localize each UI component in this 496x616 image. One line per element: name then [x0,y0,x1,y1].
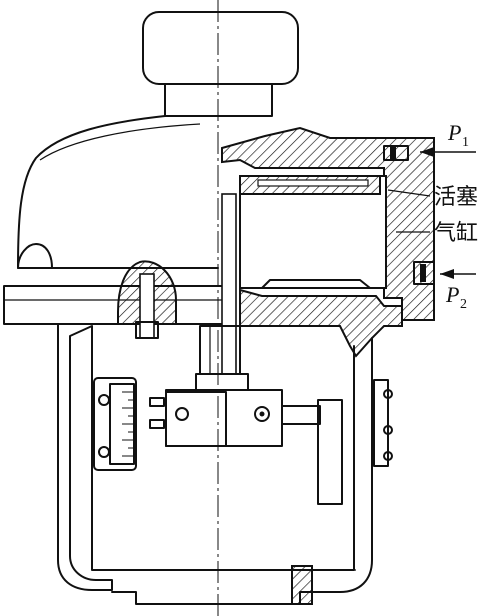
switch-block [165,389,283,447]
flange-bolt-nut [135,321,159,339]
label-p1-sub: 1 [462,135,469,150]
port-p1-inner [390,146,396,160]
bracket-screw-bottom [383,451,393,461]
gauge-pin-bottom [98,446,110,458]
arrow-p2-head [440,269,454,279]
lower-case-right [111,337,373,605]
gauge-pin-top [98,394,110,406]
left-shoulder-bump [17,243,53,269]
upper-body-left [17,115,219,269]
gauge-body [93,377,137,471]
switch-screw-left [175,407,189,421]
port-p2 [413,261,435,285]
bracket-screw-top [383,389,393,399]
label-p2-sub: 2 [460,297,467,312]
gauge-ticks [122,391,134,457]
top-knob [142,11,299,85]
leader-piston [387,189,431,197]
switch-screw-right [254,406,270,422]
body-shoulder-line [39,123,201,161]
lower-seal [261,279,371,289]
label-piston: 活塞 [434,185,478,210]
switch-left-part [165,391,227,447]
lower-case [57,323,355,591]
side-bracket [373,379,389,467]
port-p2-inner [420,264,426,282]
switch-actuator-stem [195,373,249,391]
case-drain-pipe [291,565,313,605]
flange-bolt [139,273,155,339]
piston-ring [257,179,369,187]
switch-rod-guide [199,325,241,375]
label-cylinder: 气缸 [434,221,478,246]
bracket-screw-mid [383,425,393,435]
piston-rod [221,193,237,375]
label-p2: P [445,282,459,307]
right-terminal-plate [317,399,343,505]
label-p1: P [447,120,461,145]
horizontal-shaft [281,405,321,425]
cylinder-housing-bottom [239,288,403,358]
arrow-p1-head [420,147,434,157]
switch-terminal-a [149,397,165,407]
switch-screw-right-inner [259,411,265,417]
switch-terminal-b [149,419,165,429]
